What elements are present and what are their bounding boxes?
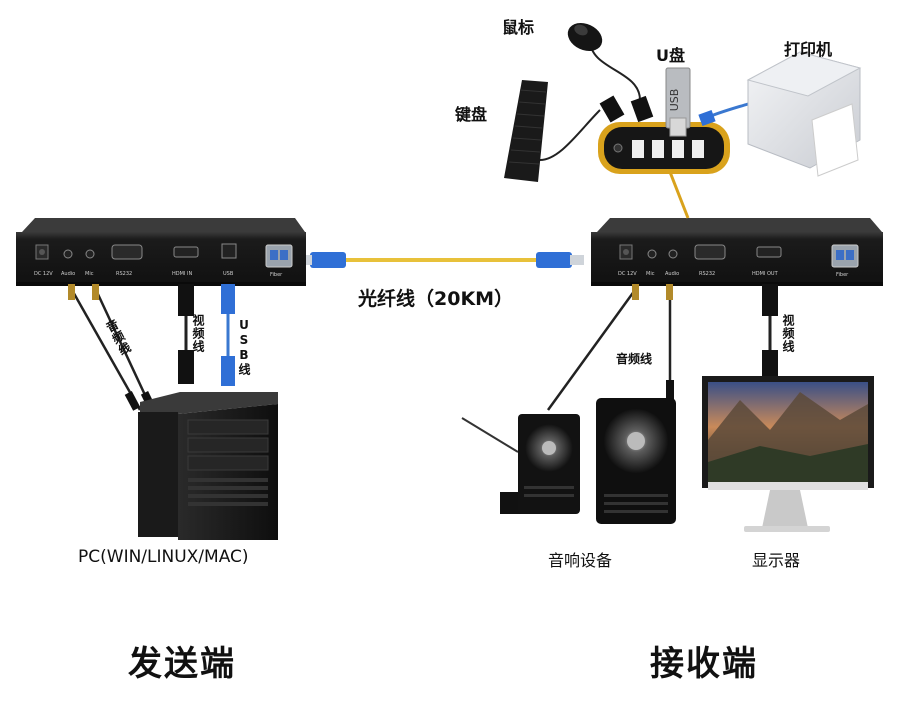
- rx-video-cable-label: 视频线: [781, 314, 795, 353]
- fiber-cable: [298, 252, 584, 268]
- monitor-label: 显示器: [752, 551, 801, 570]
- tx-port-label-usb: USB: [223, 271, 234, 277]
- rx-audio-cable-label: 音频线: [616, 352, 653, 366]
- printer-label: 打印机: [784, 40, 833, 59]
- keyboard-label: 键盘: [455, 105, 488, 124]
- mouse-label: 鼠标: [502, 18, 535, 37]
- audio-device-label: 音响设备: [548, 551, 613, 570]
- tx-port-label-audio: Audio: [61, 271, 75, 277]
- rx-port-label-dc: DC 12V: [618, 271, 637, 277]
- usb-stick: USB: [665, 67, 691, 137]
- pc-tower: [138, 392, 278, 540]
- printer-device: [746, 51, 862, 177]
- usb-stick-text: USB: [668, 89, 681, 112]
- rx-port-label-fiber: Fiber: [836, 272, 849, 278]
- keyboard-device: [504, 80, 548, 182]
- tx-port-label-dc: DC 12V: [34, 271, 53, 277]
- tx-cables: [68, 284, 235, 411]
- rx-port-label-rs232: RS232: [699, 271, 715, 277]
- rx-port-label-mic: Mic: [646, 271, 655, 277]
- receiver-title: 接收端: [650, 644, 758, 684]
- hub-cables: [539, 39, 749, 161]
- tx-port-label-rs232: RS232: [116, 271, 132, 277]
- monitor-device: [702, 376, 874, 532]
- tx-port-label-mic: Mic: [85, 271, 94, 277]
- receiver-box: DC 12V Mic Audio RS232 HDMI OUT Fiber: [591, 218, 883, 286]
- speakers: [461, 398, 676, 524]
- usb-hub: [598, 122, 730, 219]
- pc-label: PC(WIN/LINUX/MAC): [78, 547, 249, 567]
- fiber-cable-label: 光纤线（20KM）: [358, 288, 514, 310]
- usb-drive-label: U盘: [656, 46, 685, 65]
- transmitter-title: 发送端: [128, 644, 236, 684]
- rx-port-label-audio: Audio: [665, 271, 679, 277]
- rx-port-label-hdmi-out: HDMI OUT: [752, 271, 779, 277]
- tx-port-label-fiber: Fiber: [270, 272, 283, 278]
- transmitter-box: DC 12V Audio Mic RS232 HDMI IN USB Fiber: [16, 218, 306, 286]
- tx-port-label-hdmi-in: HDMI IN: [172, 271, 192, 277]
- mouse-device: [567, 22, 603, 52]
- tx-video-cable-label: 视频线: [191, 314, 205, 353]
- usb-cable-label: USB线: [237, 318, 251, 376]
